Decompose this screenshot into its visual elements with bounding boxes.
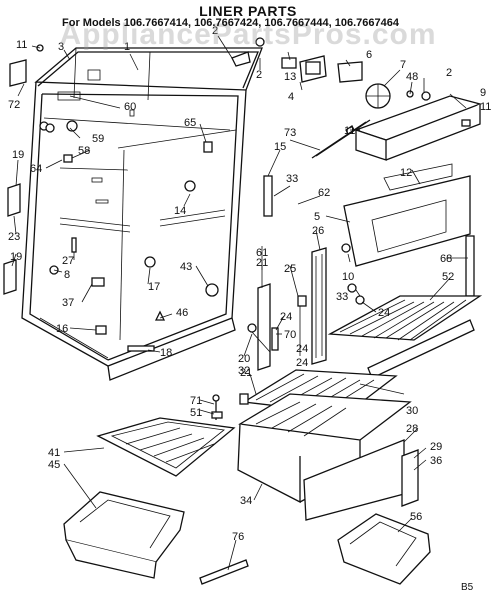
callout-29: 29 (430, 441, 442, 453)
callout-24: 24 (378, 307, 390, 319)
callout-68: 68 (440, 253, 452, 265)
callout-1: 1 (124, 41, 130, 53)
callout-15: 15 (274, 141, 286, 153)
top-parts (231, 37, 483, 161)
callout-11: 11 (344, 125, 355, 137)
callout-36: 36 (430, 455, 442, 467)
callout-25: 25 (284, 263, 296, 275)
liner-cabinet (21, 47, 263, 381)
evaporator-cover (343, 163, 471, 267)
bin-right (337, 513, 431, 585)
callout-4: 4 (288, 91, 294, 103)
trim-bar (199, 559, 249, 585)
callout-24: 24 (296, 343, 308, 355)
callout-41: 41 (48, 447, 60, 459)
drawing-code: B5 (461, 582, 474, 593)
callout-60: 60 (124, 101, 136, 113)
callout-12: 12 (400, 167, 412, 179)
callout-43: 43 (180, 261, 192, 273)
callout-65: 65 (184, 117, 196, 129)
callout-20: 20 (238, 353, 250, 365)
callout-10: 10 (342, 271, 354, 283)
callout-62: 62 (318, 187, 330, 199)
callout-70: 70 (284, 329, 296, 341)
callout-21: 21 (256, 257, 268, 269)
callout-27: 27 (62, 255, 74, 267)
callout-17: 17 (148, 281, 160, 293)
callout-64: 64 (30, 163, 42, 175)
callout-2: 2 (256, 69, 262, 81)
callout-23: 23 (8, 231, 20, 243)
callout-19: 19 (12, 149, 24, 161)
callout-16: 16 (56, 323, 68, 335)
callout-33: 33 (286, 173, 298, 185)
watermark: AppliancePartsPros.com (59, 18, 437, 51)
callout-24: 24 (296, 357, 308, 369)
callout-9: 9 (480, 87, 486, 99)
cabinet-hardware (39, 120, 219, 352)
callout-21: 21 (240, 367, 252, 379)
callout-13: 13 (284, 71, 296, 83)
callout-51: 51 (190, 407, 202, 419)
callout-26: 26 (312, 225, 324, 237)
callout-30: 30 (406, 405, 418, 417)
left-brackets (3, 44, 44, 295)
callout-19: 19 (10, 251, 22, 263)
callout-11: 11 (16, 39, 27, 51)
callout-8: 8 (64, 269, 70, 281)
callout-11: 11 (480, 101, 491, 113)
callout-24: 24 (280, 311, 292, 323)
callout-34: 34 (240, 495, 252, 507)
crisper-assembly (237, 369, 419, 521)
callout-18: 18 (160, 347, 172, 359)
callout-2: 2 (212, 25, 218, 37)
callout-46: 46 (176, 307, 188, 319)
callout-7: 7 (400, 59, 406, 71)
callout-labels: 11 3 1 2 2 13 4 6 7 48 2 9 11 72 60 65 7… (8, 25, 491, 543)
callout-52: 52 (442, 271, 454, 283)
callout-6: 6 (366, 49, 372, 61)
callout-76: 76 (232, 531, 244, 543)
callout-37: 37 (62, 297, 74, 309)
callout-58: 58 (78, 145, 90, 157)
callout-33: 33 (336, 291, 348, 303)
shelf-right (327, 295, 483, 379)
bin-left (63, 491, 185, 579)
diagram-title: LINER PARTS (199, 3, 297, 19)
callout-32: 32 (238, 365, 250, 377)
callout-71: 71 (190, 395, 202, 407)
callout-14: 14 (174, 205, 186, 217)
callout-56: 56 (410, 511, 422, 523)
callout-72: 72 (8, 99, 20, 111)
model-list: For Models 106.7667414, 106.7667424, 106… (62, 17, 399, 29)
callout-45: 45 (48, 459, 60, 471)
callout-59: 59 (92, 133, 104, 145)
fasteners (211, 393, 249, 420)
leader-lines (11, 35, 468, 571)
callout-5: 5 (314, 211, 320, 223)
callout-48: 48 (406, 71, 418, 83)
pan-left (96, 417, 236, 477)
callout-28: 28 (406, 423, 418, 435)
callout-3: 3 (58, 41, 64, 53)
callout-61: 61 (256, 247, 268, 259)
callout-2: 2 (446, 67, 452, 79)
callout-73: 73 (284, 127, 296, 139)
